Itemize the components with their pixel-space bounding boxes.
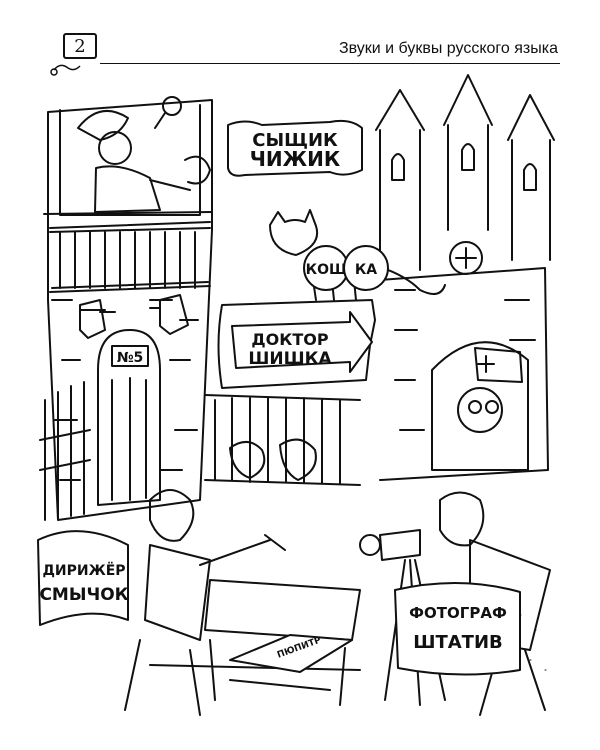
castle bbox=[375, 74, 555, 481]
sign-detective-line2: ЧИЖИК bbox=[250, 147, 341, 171]
page-header: 2 Звуки и буквы русского языка bbox=[0, 0, 600, 80]
detective-figure bbox=[77, 96, 211, 213]
sign-detective-line1: СЫЩИК bbox=[252, 130, 338, 151]
header-rule bbox=[100, 63, 560, 64]
balcony bbox=[49, 221, 211, 293]
sign-photographer: ФОТОГРАФ ШТАТИВ bbox=[394, 582, 521, 676]
sign-conductor: ДИРИЖЁР СМЫЧОК bbox=[37, 530, 129, 626]
sign-conductor-line2: СМЫЧОК bbox=[39, 585, 128, 605]
left-building bbox=[43, 99, 213, 521]
fence-gate bbox=[204, 394, 361, 486]
fence-left bbox=[39, 381, 91, 521]
sign-cat-left: КОШ bbox=[306, 262, 347, 278]
music-book: ПЮПИТР bbox=[229, 634, 353, 673]
running-title: Звуки и буквы русского языка bbox=[338, 40, 558, 57]
conductor-figure bbox=[124, 489, 286, 716]
sign-cat: КОШ КА bbox=[303, 245, 389, 291]
page-number-ornament bbox=[46, 58, 106, 78]
lanterns bbox=[79, 294, 189, 339]
sign-photographer-line1: ФОТОГРАФ bbox=[409, 604, 507, 622]
house-number-plate: №5 bbox=[111, 345, 149, 367]
page-number: 2 bbox=[63, 33, 97, 59]
door bbox=[97, 329, 161, 506]
sign-conductor-line1: ДИРИЖЁР bbox=[42, 562, 125, 579]
sign-cat-right: КА bbox=[355, 262, 377, 278]
sign-photographer-line2: ШТАТИВ bbox=[413, 632, 503, 653]
sign-doctor: ДОКТОР ШИШКА bbox=[217, 299, 376, 389]
house-number: №5 bbox=[117, 350, 144, 366]
sign-doctor-line2: ШИШКА bbox=[248, 349, 332, 369]
sign-doctor-line1: ДОКТОР bbox=[251, 330, 328, 349]
doctor-window bbox=[431, 341, 529, 471]
sign-detective: СЫЩИК ЧИЖИК bbox=[227, 119, 363, 177]
